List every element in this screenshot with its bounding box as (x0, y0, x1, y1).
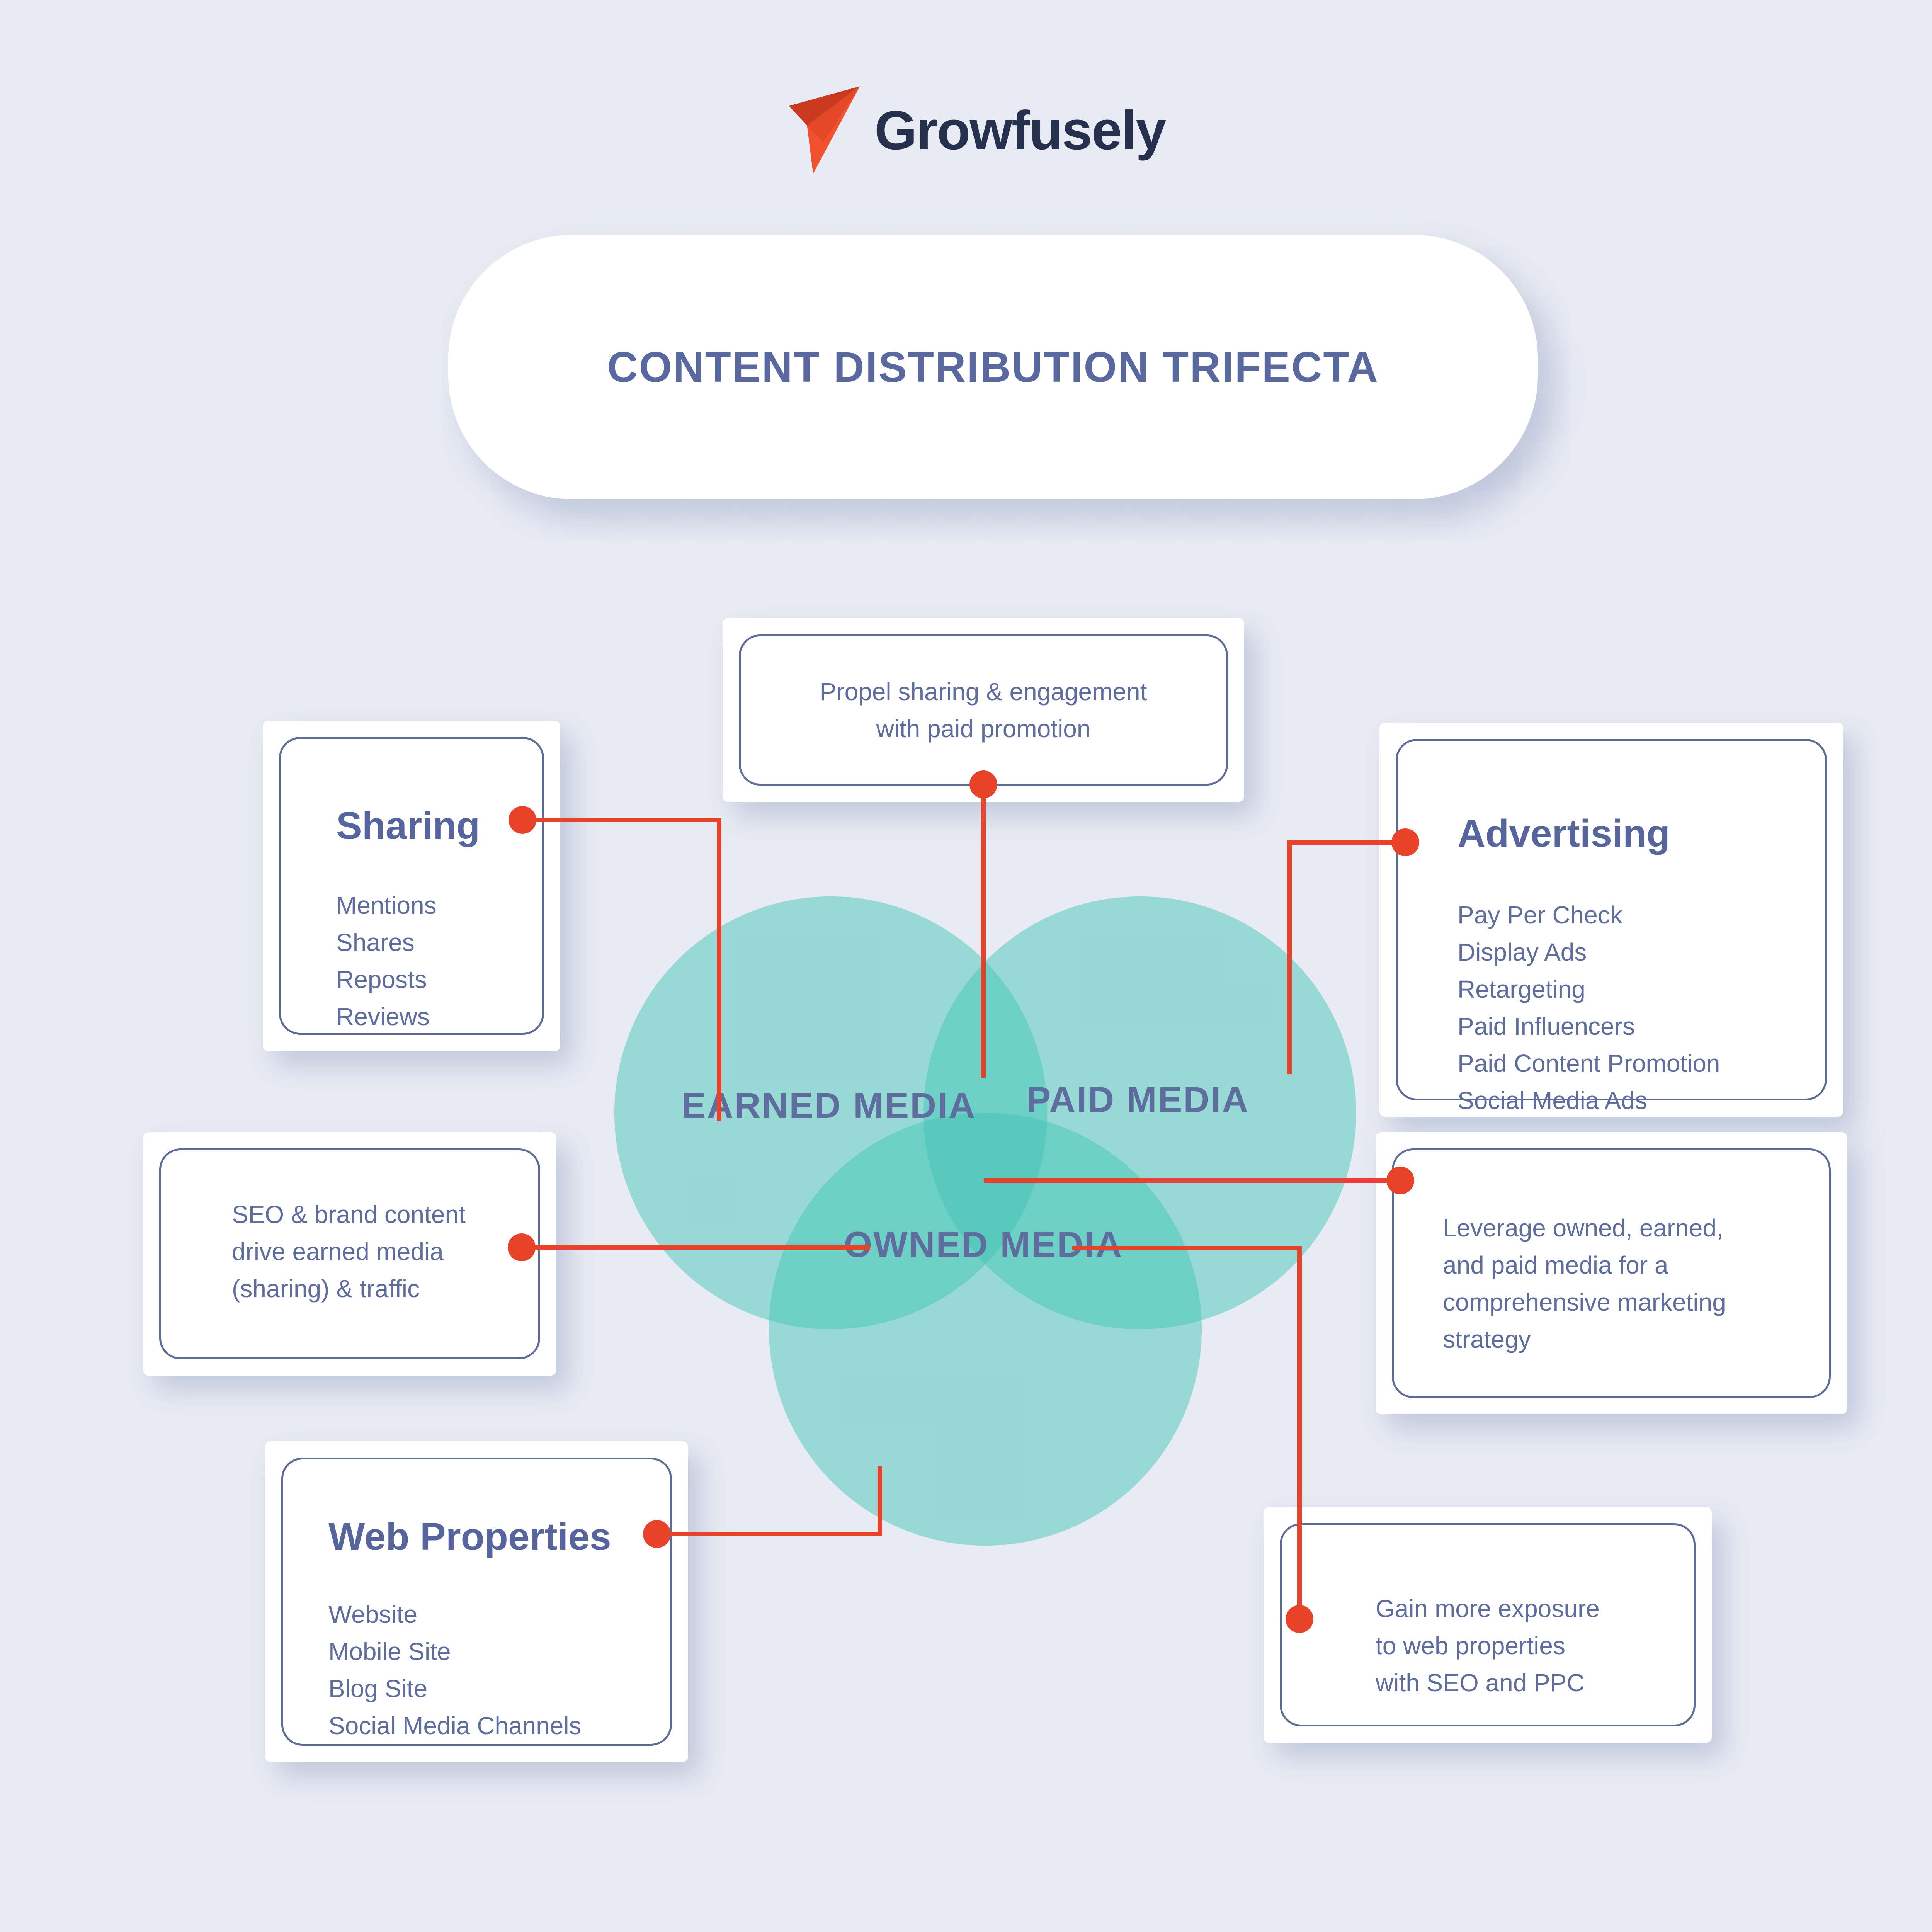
callout-gain-text: Gain more exposure (1376, 1595, 1600, 1622)
callout-sharing: Sharing Mentions Shares Reposts Reviews (263, 721, 560, 1051)
venn-label-paid-media: PAID MEDIA (1026, 1079, 1250, 1120)
list-item: Retargeting (1458, 975, 1585, 1003)
callout-sharing-list: Mentions Shares Reposts Reviews (336, 887, 480, 1035)
callout-web-properties-border (281, 1458, 672, 1746)
callout-leverage: Leverage owned, earned, and paid media f… (1376, 1132, 1847, 1414)
list-item: Display Ads (1458, 938, 1587, 966)
venn-label-earned-media: EARNED MEDIA (682, 1085, 976, 1126)
callout-seo: SEO & brand content drive earned media (… (143, 1132, 556, 1376)
logo: Growfusely (784, 83, 1166, 178)
paper-plane-icon (789, 86, 860, 174)
callout-leverage-text: Leverage owned, earned, (1443, 1214, 1723, 1242)
list-item: Pay Per Check (1458, 901, 1622, 929)
callout-web-properties: Web Properties Website Mobile Site Blog … (265, 1441, 688, 1762)
callout-sharing-title: Sharing (336, 804, 480, 847)
callout-gain-border (1280, 1523, 1696, 1726)
venn-label-owned-media: OWNED MEDIA (844, 1224, 1123, 1265)
list-item: Paid Influencers (1458, 1012, 1635, 1040)
callout-leverage-border (1392, 1148, 1831, 1398)
callout-seo-text: SEO & brand content (232, 1201, 466, 1228)
callout-propel: Propel sharing & engagement with paid pr… (723, 618, 1244, 802)
list-item: Mobile Site (328, 1638, 451, 1665)
callout-advertising-list: Pay Per Check Display Ads Retargeting Pa… (1458, 896, 1720, 1119)
page-title: CONTENT DISTRIBUTION TRIFECTA (607, 343, 1379, 391)
callout-web-properties-title: Web Properties (328, 1515, 611, 1558)
list-item: Mentions (336, 891, 437, 919)
list-item: Reposts (336, 966, 427, 993)
list-item: Shares (336, 929, 415, 956)
list-item: Reviews (336, 1003, 430, 1031)
venn-circle-owned-media (769, 1113, 1202, 1546)
list-item: Paid Content Promotion (1458, 1049, 1720, 1077)
callout-seo-border (159, 1148, 540, 1359)
callout-propel-text: Propel sharing & engagement (820, 677, 1147, 706)
list-item: Social Media Channels (328, 1712, 582, 1740)
callout-advertising-title: Advertising (1458, 812, 1670, 855)
logo-text: Growfusely (874, 99, 1166, 161)
list-item: Website (328, 1600, 418, 1628)
title-banner: CONTENT DISTRIBUTION TRIFECTA (448, 235, 1538, 499)
list-item: Social Media Ads (1458, 1087, 1647, 1114)
callout-gain: Gain more exposure to web properties wit… (1264, 1507, 1712, 1743)
callout-advertising: Advertising Pay Per Check Display Ads Re… (1379, 723, 1843, 1117)
callout-web-properties-list: Website Mobile Site Blog Site Social Med… (328, 1596, 611, 1744)
list-item: Blog Site (328, 1675, 428, 1702)
